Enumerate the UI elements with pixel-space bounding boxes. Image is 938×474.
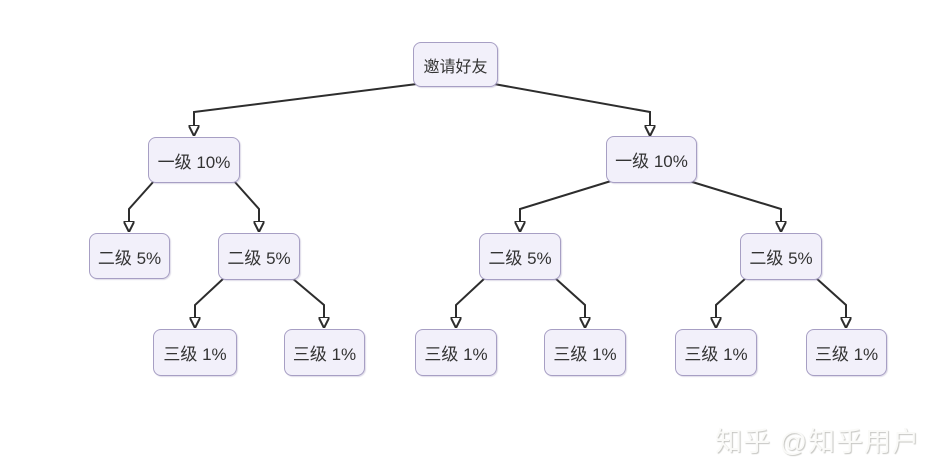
tree-node-level1-right: 一级 10%: [606, 136, 697, 183]
tree-node-level1-left: 一级 10%: [148, 137, 240, 183]
zhihu-watermark: 知乎 @知乎用户: [715, 427, 920, 457]
edge-level2-4-to-level3-6: [815, 277, 846, 317]
tree-node-level3-4: 三级 1%: [544, 329, 626, 376]
tree-node-level3-2: 三级 1%: [284, 329, 365, 376]
edge-level1-left-to-level2-1: [129, 180, 155, 221]
edge-level2-3-to-level3-3: [456, 277, 486, 317]
edge-level2-2-to-level3-1: [195, 277, 225, 317]
tree-node-level3-3: 三级 1%: [415, 329, 497, 376]
tree-node-root: 邀请好友: [413, 42, 498, 87]
tree-node-level3-5: 三级 1%: [675, 329, 757, 376]
edge-level1-right-to-level2-3: [520, 180, 612, 221]
tree-node-level2-1: 二级 5%: [89, 233, 170, 279]
tree-node-level2-4: 二级 5%: [740, 233, 822, 280]
edge-level1-right-to-level2-4: [688, 180, 781, 221]
edge-level2-2-to-level3-2: [291, 277, 324, 317]
edge-level2-3-to-level3-4: [554, 277, 585, 317]
edge-root-to-level1-left: [194, 83, 418, 125]
tree-node-level3-6: 三级 1%: [806, 329, 887, 376]
edge-level2-4-to-level3-5: [716, 277, 747, 317]
tree-node-level2-2: 二级 5%: [218, 233, 300, 280]
tree-node-level2-3: 二级 5%: [479, 233, 561, 280]
edge-root-to-level1-right: [493, 83, 650, 125]
edge-level1-left-to-level2-2: [233, 180, 259, 221]
tree-node-level3-1: 三级 1%: [153, 329, 237, 376]
